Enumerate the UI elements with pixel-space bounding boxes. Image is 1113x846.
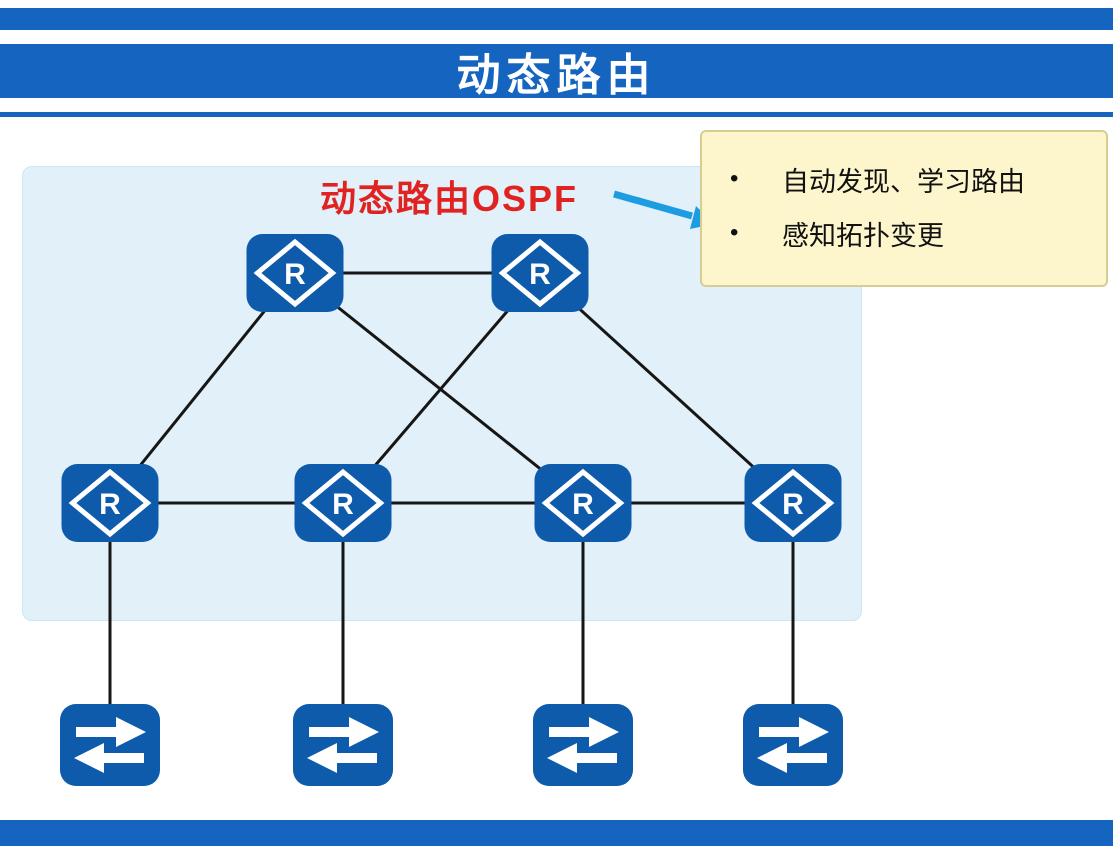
title-underline <box>0 112 1113 117</box>
note-box: 自动发现、学习路由 感知拓扑变更 <box>700 130 1108 287</box>
router-icon: R <box>61 464 159 542</box>
router-icon: R <box>246 234 344 312</box>
router-node-mid-2: R <box>294 464 392 542</box>
router-icon: R <box>491 234 589 312</box>
title-band: 动态路由 <box>0 44 1113 100</box>
router-icon: R <box>294 464 392 542</box>
svg-text:R: R <box>782 488 804 521</box>
bottom-decor-bar <box>0 820 1113 846</box>
switch-node-4 <box>743 704 843 786</box>
switch-icon <box>60 704 160 786</box>
svg-text:R: R <box>99 488 121 521</box>
router-node-mid-3: R <box>534 464 632 542</box>
switch-icon <box>293 704 393 786</box>
router-node-mid-1: R <box>61 464 159 542</box>
note-bullet-list: 自动发现、学习路由 感知拓扑变更 <box>702 155 1106 263</box>
switch-icon <box>533 704 633 786</box>
svg-text:R: R <box>529 258 551 291</box>
router-node-mid-4: R <box>744 464 842 542</box>
switch-node-1 <box>60 704 160 786</box>
router-icon: R <box>534 464 632 542</box>
router-node-top-2: R <box>491 234 589 312</box>
slide-title: 动态路由 <box>456 51 657 100</box>
ospf-domain-label: 动态路由OSPF <box>320 178 579 219</box>
svg-text:R: R <box>572 488 594 521</box>
switch-node-3 <box>533 704 633 786</box>
switch-node-2 <box>293 704 393 786</box>
router-icon: R <box>744 464 842 542</box>
svg-text:R: R <box>332 488 354 521</box>
note-bullet: 感知拓扑变更 <box>702 209 1106 263</box>
top-decor-bar <box>0 8 1113 30</box>
note-bullet: 自动发现、学习路由 <box>702 155 1106 209</box>
switch-icon <box>743 704 843 786</box>
router-node-top-1: R <box>246 234 344 312</box>
svg-text:R: R <box>284 258 306 291</box>
